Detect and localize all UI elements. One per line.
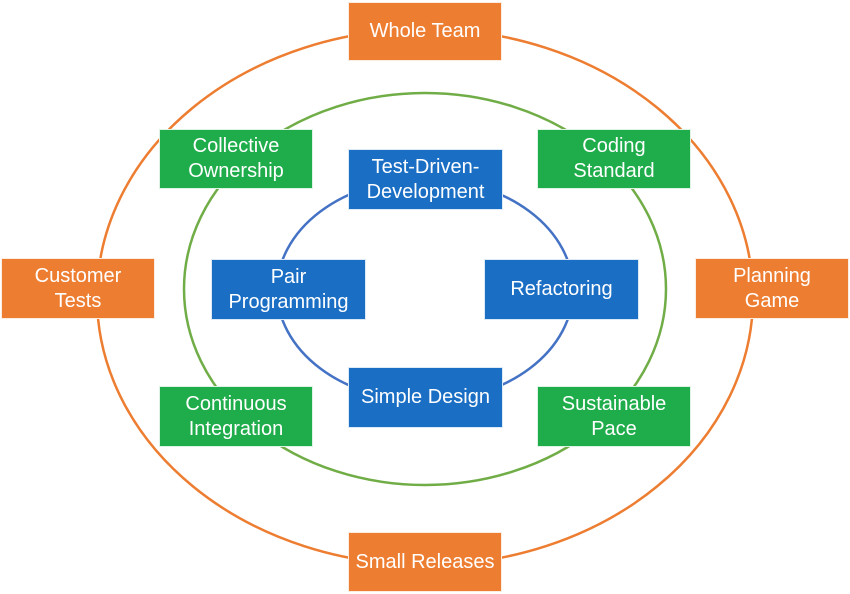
- test-driven-development-label-line2: Development: [366, 180, 485, 203]
- test-driven-development-box: Test-Driven- Development: [348, 149, 503, 210]
- middle-ring: [182, 91, 668, 487]
- sustainable-pace-label-line2: Pace: [591, 417, 637, 440]
- pair-programming-label-line1: Pair: [270, 265, 307, 288]
- continuous-integration-label-line1: Continuous: [185, 392, 287, 415]
- sustainable-pace-label-line1: Sustainable: [561, 392, 667, 415]
- coding-standard-label-line1: Coding: [582, 135, 646, 157]
- planning-game-label-line1: Planning: [733, 264, 811, 287]
- pair-programming-box: Pair Programming: [211, 259, 366, 320]
- coding-standard-label-line2: Standard: [573, 160, 655, 182]
- small-releases-label: Small Releases: [355, 550, 495, 573]
- whole-team-box: Whole Team: [348, 2, 502, 61]
- collective-ownership-label-line2: Ownership: [188, 160, 284, 182]
- small-releases-box: Small Releases: [348, 532, 502, 592]
- planning-game-label-line2: Game: [744, 289, 800, 312]
- sustainable-pace-box: Sustainable Pace: [537, 386, 691, 447]
- refactoring-label: Refactoring: [510, 278, 613, 300]
- test-driven-development-label-line1: Test-Driven-: [371, 155, 480, 178]
- pair-programming-label-line2: Programming: [228, 290, 349, 313]
- collective-ownership-box: Collective Ownership: [159, 129, 313, 189]
- collective-ownership-label-line1: Collective: [192, 135, 280, 157]
- continuous-integration-box: Continuous Integration: [159, 386, 313, 447]
- simple-design-box: Simple Design: [348, 367, 503, 428]
- whole-team-label: Whole Team: [369, 20, 481, 42]
- planning-game-box: Planning Game: [695, 258, 849, 319]
- coding-standard-box: Coding Standard: [537, 129, 691, 189]
- customer-tests-box: Customer Tests: [1, 258, 155, 319]
- simple-design-label: Simple Design: [361, 386, 490, 408]
- customer-tests-label-line1: Customer: [34, 264, 122, 287]
- refactoring-box: Refactoring: [484, 259, 639, 320]
- continuous-integration-label-line2: Integration: [188, 417, 284, 440]
- customer-tests-label-line2: Tests: [54, 289, 102, 312]
